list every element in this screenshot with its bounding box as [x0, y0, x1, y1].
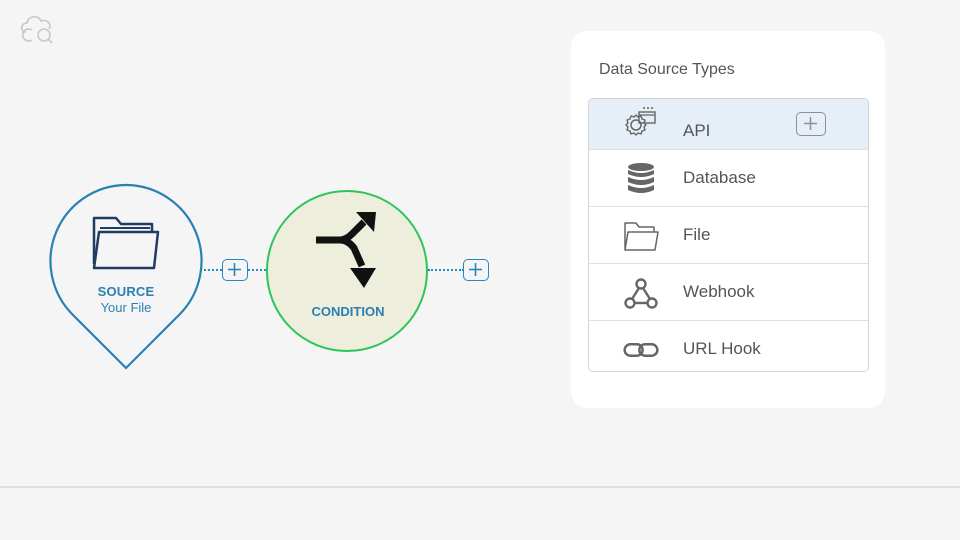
source-node-subtitle: Your File: [100, 300, 152, 315]
add-step-button[interactable]: [222, 259, 248, 281]
data-source-item-label: Database: [683, 168, 756, 187]
cloud-cq-logo-icon: [20, 15, 53, 44]
source-node-shape[interactable]: [46, 182, 206, 372]
data-source-item-label: File: [683, 225, 711, 244]
plus-icon: [804, 117, 817, 130]
database-icon: [628, 163, 654, 193]
data-source-item-database[interactable]: Database: [589, 150, 868, 207]
bottom-divider: [0, 486, 960, 488]
data-source-types-panel: Data Source Types API: [571, 31, 885, 408]
data-source-item-file[interactable]: File: [589, 207, 868, 264]
link-icon: [623, 343, 659, 357]
plus-icon: [469, 263, 482, 276]
data-source-item-api[interactable]: API: [589, 99, 868, 150]
webhook-icon: [624, 278, 658, 309]
split-arrows-icon: [316, 212, 376, 288]
data-source-type-list: API Database File: [588, 98, 869, 372]
condition-node-label: CONDITION: [311, 304, 385, 319]
add-api-button[interactable]: [796, 112, 826, 136]
flow-canvas: SOURCE Your File CONDITION: [46, 182, 489, 372]
data-source-item-webhook[interactable]: Webhook: [589, 264, 868, 321]
panel-title: Data Source Types: [599, 61, 735, 78]
data-source-item-label: API: [683, 121, 711, 140]
data-source-item-label: Webhook: [683, 282, 755, 301]
source-node-title: SOURCE: [97, 284, 155, 299]
api-gear-icon: [625, 107, 656, 136]
data-source-item-label: URL Hook: [683, 339, 761, 358]
folder-icon: [624, 222, 659, 251]
add-step-button[interactable]: [463, 259, 489, 281]
condition-node[interactable]: [266, 190, 428, 352]
plus-icon: [228, 263, 241, 276]
connector-line: [428, 269, 464, 271]
folder-icon: [92, 216, 160, 270]
data-source-item-url-hook[interactable]: URL Hook: [589, 321, 868, 371]
